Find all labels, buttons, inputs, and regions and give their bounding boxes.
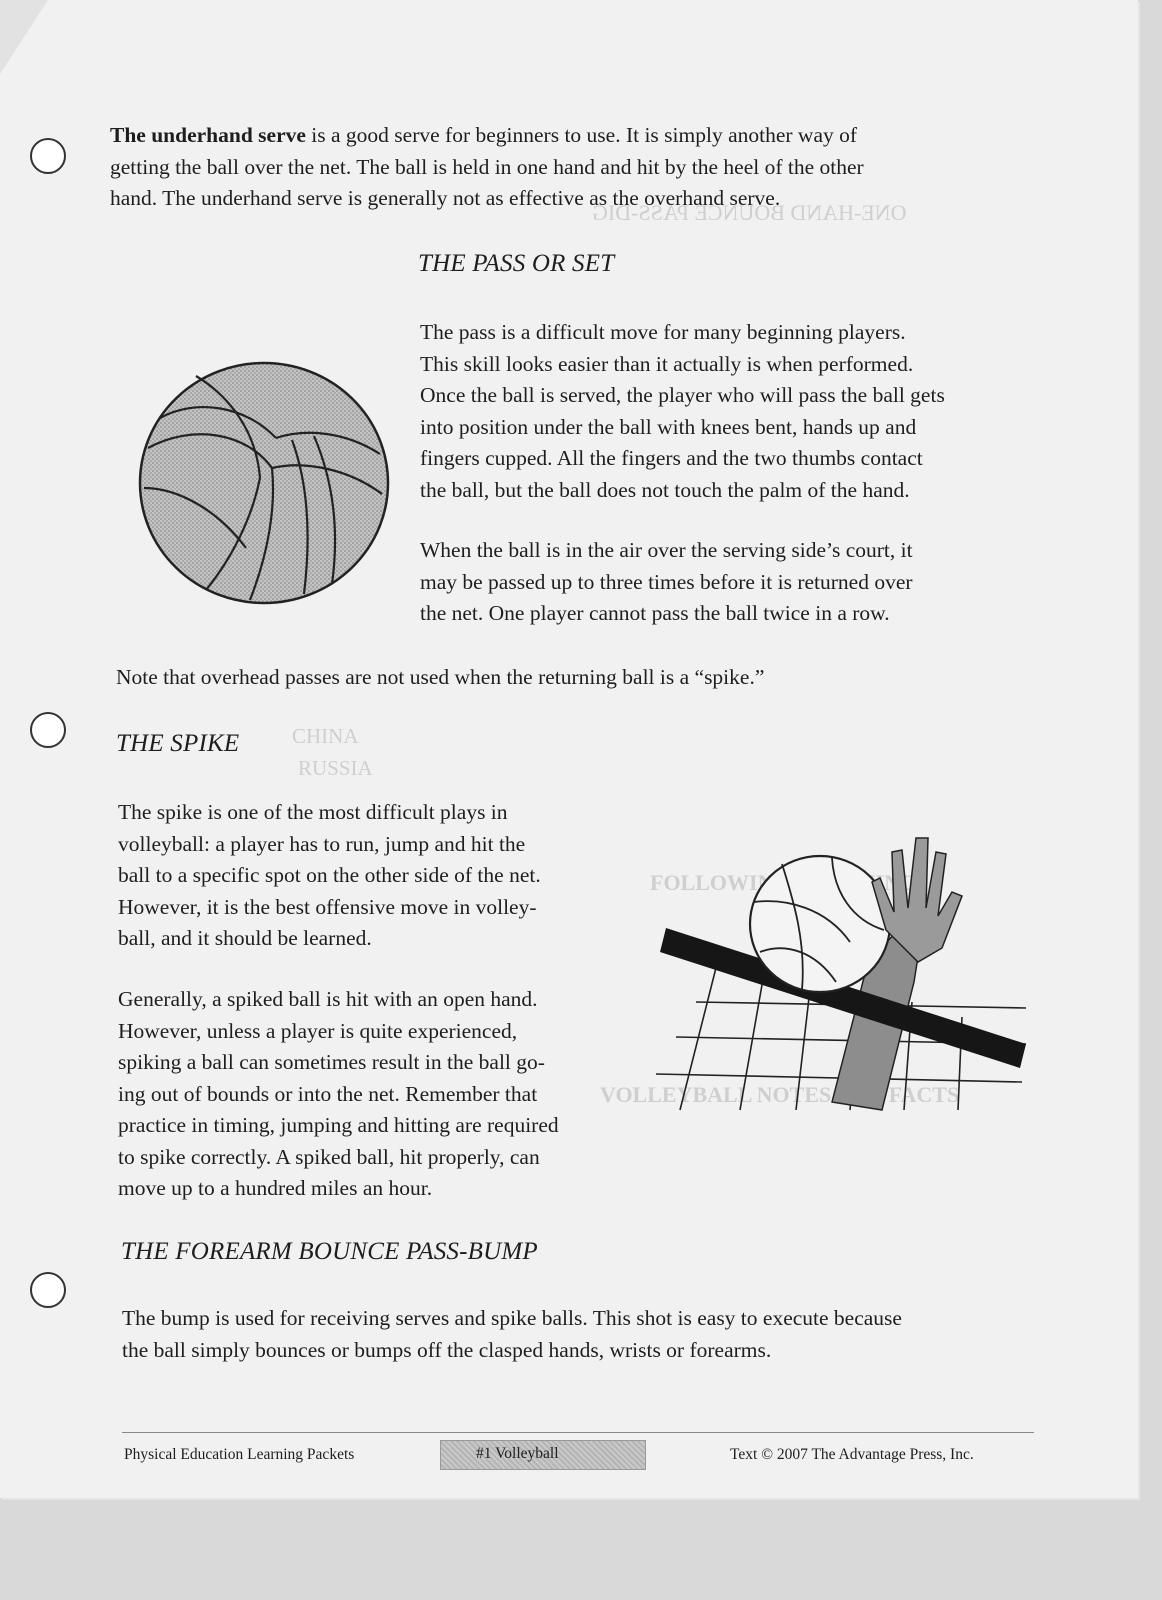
footer-right: Text © 2007 The Advantage Press, Inc.	[730, 1446, 974, 1463]
spike-line: ball, and it should be learned.	[118, 926, 372, 950]
bump-paragraph: The bump is used for receiving serves an…	[122, 1303, 1034, 1366]
binder-hole-top	[30, 138, 66, 174]
pass-line: This skill looks easier than it actually…	[420, 351, 914, 376]
footer-badge-label: #1 Volleyball	[476, 1445, 559, 1462]
spike-line: practice in timing, jumping and hitting …	[118, 1113, 559, 1137]
spike-line: move up to a hundred miles an hour.	[118, 1176, 433, 1200]
show-through-word: RUSSIA	[298, 756, 373, 780]
spike-line: The spike is one of the most difficult p…	[118, 800, 508, 824]
binder-hole-bottom	[30, 1272, 66, 1308]
pass-line: into position under the ball with knees …	[420, 414, 917, 439]
intro-lead: The underhand serve	[110, 123, 306, 147]
bump-line: The bump is used for receiving serves an…	[122, 1306, 902, 1330]
intro-line: hand. The underhand serve is generally n…	[110, 186, 781, 210]
footer-rule	[122, 1432, 1034, 1433]
spike-hand-net-illustration	[655, 837, 1027, 1111]
spike-line: spiking a ball can sometimes result in t…	[118, 1050, 545, 1074]
spike-paragraph-2: Generally, a spiked ball is hit with an …	[118, 984, 638, 1205]
pass-paragraph-2: When the ball is in the air over the ser…	[420, 535, 1016, 630]
page-sheet: ONE-HAND BOUNCE PASS-DIG CHINA RUSSIA FO…	[0, 0, 1138, 1498]
pass-line: the net. One player cannot pass the ball…	[420, 601, 890, 625]
intro-line: getting the ball over the net. The ball …	[110, 154, 864, 179]
binder-hole-middle	[30, 712, 66, 748]
spike-line: ing out of bounds or into the net. Remem…	[118, 1081, 538, 1106]
bump-heading: THE FOREARM BOUNCE PASS-BUMP	[121, 1238, 538, 1265]
spike-line: ball to a specific spot on the other sid…	[118, 863, 541, 887]
spike-line: However, it is the best offensive move i…	[118, 894, 537, 919]
show-through-heading: VOLLEYBALL NOTES AND FACTS	[600, 1082, 960, 1107]
footer-left: Physical Education Learning Packets	[124, 1446, 355, 1463]
spike-line: volleyball: a player has to run, jump an…	[118, 831, 526, 856]
pass-line: may be passed up to three times before i…	[420, 569, 913, 594]
pass-line: The pass is a difficult move for many be…	[420, 320, 906, 344]
footer-badge: #1 Volleyball	[440, 1440, 646, 1470]
spike-line: However, unless a player is quite experi…	[118, 1018, 518, 1043]
pass-paragraph-1: The pass is a difficult move for many be…	[420, 317, 1016, 506]
spike-line: Generally, a spiked ball is hit with an …	[118, 987, 538, 1011]
spike-paragraph-1: The spike is one of the most difficult p…	[118, 797, 630, 955]
pass-line: Once the ball is served, the player who …	[420, 383, 945, 407]
pass-heading: THE PASS OR SET	[418, 250, 615, 277]
volleyball-illustration	[138, 361, 390, 605]
spike-heading: THE SPIKE	[116, 730, 240, 757]
pass-line: When the ball is in the air over the ser…	[420, 538, 913, 562]
intro-line: is a good serve for beginners to use. It…	[311, 123, 858, 147]
pass-note: Note that overhead passes are not used w…	[116, 665, 765, 689]
intro-paragraph: The underhand serve is a good serve for …	[110, 120, 1022, 215]
show-through-word: CHINA	[292, 724, 359, 748]
pass-line: fingers cupped. All the fingers and the …	[420, 446, 923, 470]
pass-line: the ball, but the ball does not touch th…	[420, 477, 910, 502]
bump-line: the ball simply bounces or bumps off the…	[122, 1337, 772, 1362]
page-corner-fold	[0, 0, 48, 74]
spike-line: to spike correctly. A spiked ball, hit p…	[118, 1144, 540, 1169]
